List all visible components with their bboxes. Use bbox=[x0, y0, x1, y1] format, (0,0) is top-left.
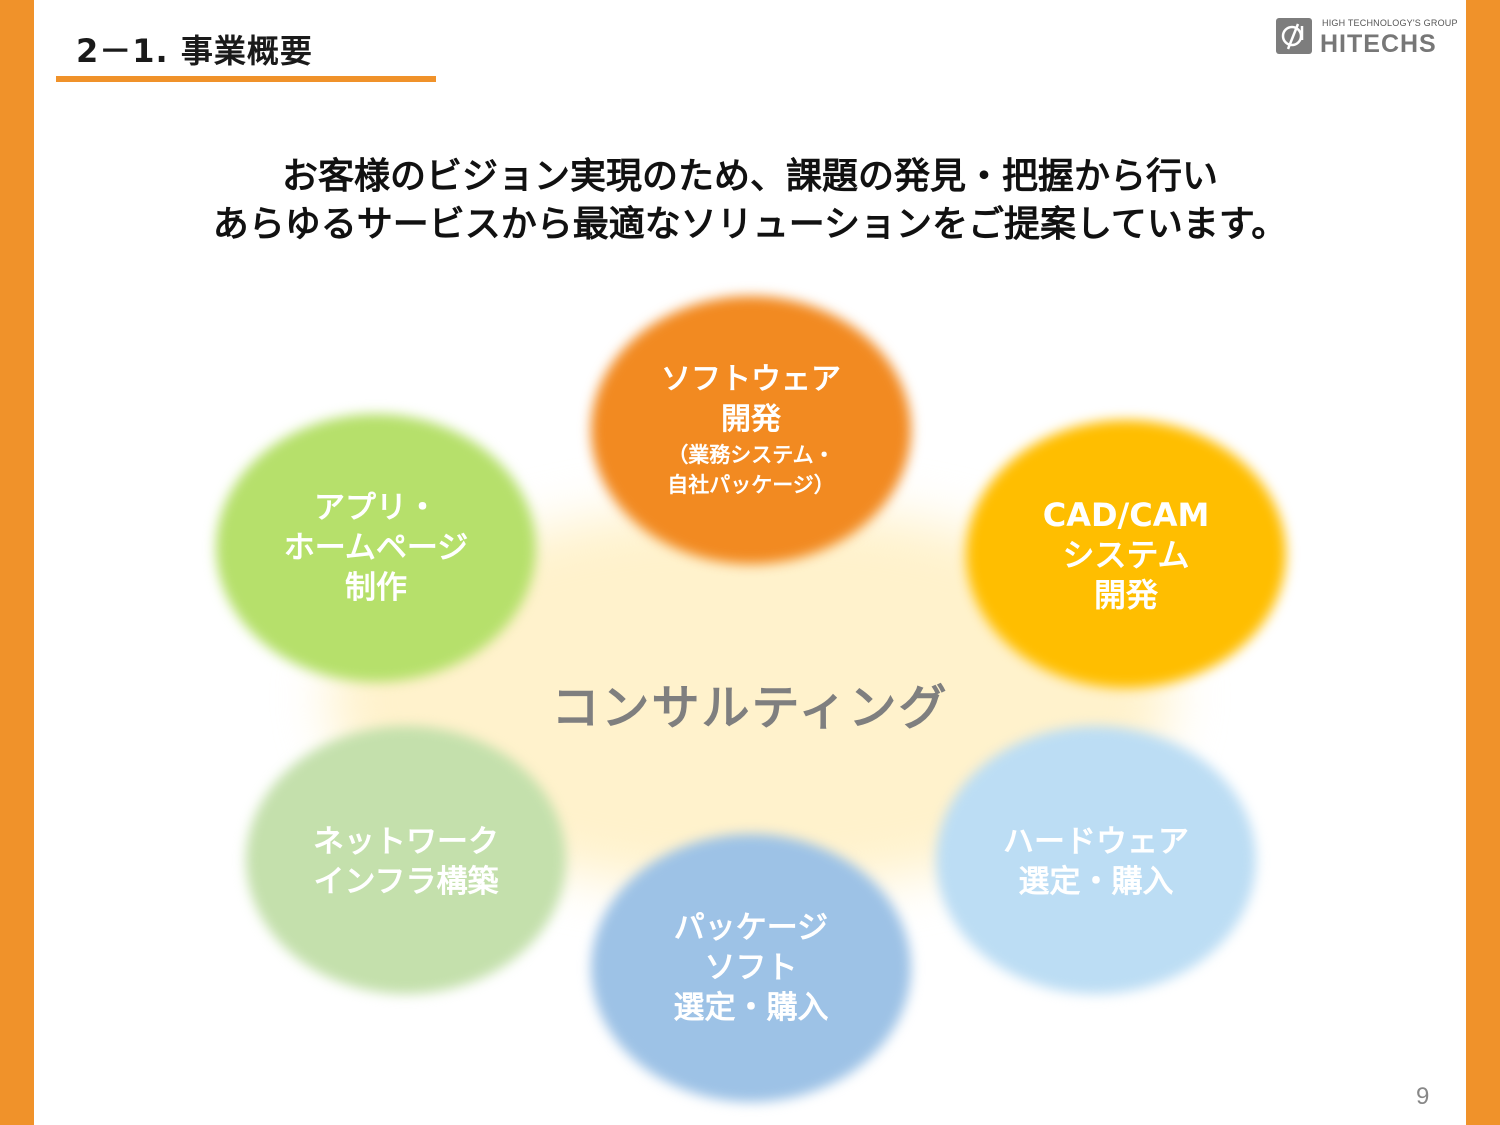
package-line-1: パッケージ bbox=[673, 910, 829, 946]
app-line-3: 制作 bbox=[345, 570, 407, 606]
network-line-2: インフラ構築 bbox=[313, 864, 499, 900]
software-title-2: 開発 bbox=[721, 402, 781, 437]
app-label: アプリ・ ホームページ 制作 bbox=[216, 488, 536, 608]
app-line-1: アプリ・ bbox=[314, 490, 438, 526]
package-line-2: ソフト bbox=[704, 950, 798, 986]
cad-line-2: システム bbox=[1062, 536, 1190, 574]
package-bubble bbox=[591, 834, 911, 1102]
software-label: ソフトウェア 開発 （業務システム・ 自社パッケージ） bbox=[591, 360, 911, 500]
cad-line-3: 開発 bbox=[1093, 576, 1158, 614]
page-number: 9 bbox=[1416, 1083, 1430, 1110]
section-title: 2－1. 事業概要 bbox=[76, 32, 313, 70]
hardware-line-1: ハードウェア bbox=[1003, 824, 1189, 860]
headline-line-2: あらゆるサービスから最適なソリューションをご提案しています。 bbox=[212, 204, 1288, 245]
hitechs-logo-icon bbox=[1276, 18, 1312, 54]
package-label: パッケージ ソフト 選定・購入 bbox=[591, 908, 911, 1028]
network-line-1: ネットワーク bbox=[313, 824, 499, 860]
software-sub-2: 自社パッケージ） bbox=[667, 473, 835, 497]
cad-label: CAD/CAM システム 開発 bbox=[966, 495, 1286, 615]
logo-tagline: HIGH TECHNOLOGY'S GROUP bbox=[1322, 18, 1458, 28]
logo-name: HITECHS bbox=[1320, 30, 1437, 58]
network-label: ネットワーク インフラ構築 bbox=[246, 822, 566, 902]
hardware-line-2: 選定・購入 bbox=[1018, 864, 1174, 900]
cad-line-1: CAD/CAM bbox=[1042, 496, 1210, 534]
consulting-label: コンサルティング bbox=[551, 680, 949, 736]
package-line-3: 選定・購入 bbox=[673, 990, 829, 1026]
title-underline bbox=[56, 76, 436, 82]
network-bubble bbox=[246, 726, 566, 994]
right-accent-bar bbox=[1466, 0, 1500, 1125]
hardware-label: ハードウェア 選定・購入 bbox=[936, 822, 1256, 902]
app-bubble bbox=[216, 414, 536, 682]
hardware-bubble bbox=[936, 726, 1256, 994]
software-bubble bbox=[591, 296, 911, 564]
app-line-2: ホームページ bbox=[283, 530, 469, 566]
cad-bubble bbox=[966, 420, 1286, 688]
headline-line-1: お客様のビジョン実現のため、課題の発見・把握から行い bbox=[281, 156, 1218, 197]
software-title-1: ソフトウェア bbox=[661, 362, 841, 397]
left-accent-bar bbox=[0, 0, 34, 1125]
software-sub-1: （業務システム・ bbox=[667, 443, 835, 467]
company-logo: HIGH TECHNOLOGY'S GROUP HITECHS bbox=[1276, 16, 1457, 60]
